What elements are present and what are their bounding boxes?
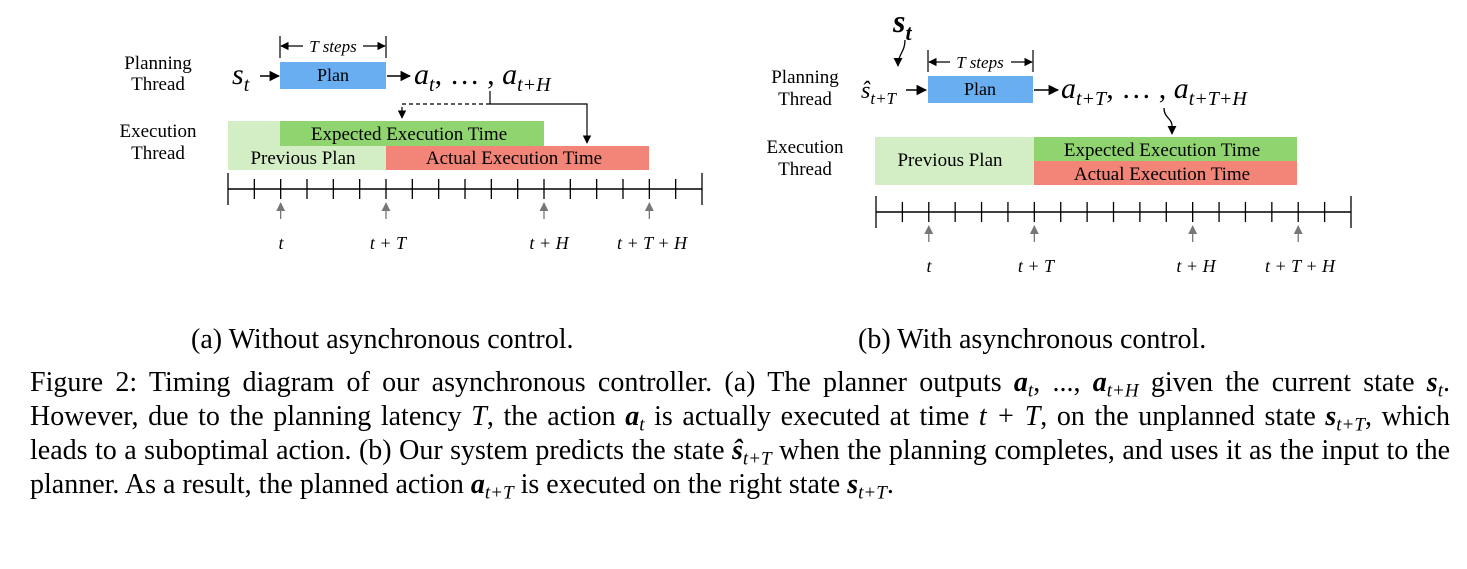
caption-text: is executed on the right state: [513, 469, 848, 500]
caption-math-subscript: t: [639, 414, 645, 436]
caption-math-symbol: s: [1426, 367, 1438, 398]
planning-thread-label-b-2: Thread: [778, 89, 832, 110]
tick-label-t-plus-T-b: t + T: [1018, 256, 1056, 276]
caption-math-symbol: T: [471, 401, 487, 432]
tick-label-t-plus-T-a: t + T: [370, 233, 408, 253]
caption-label: Figure 2:: [30, 367, 138, 398]
caption-text: given the current state: [1138, 367, 1427, 398]
execution-thread-label-a: Execution: [119, 121, 197, 142]
timeline-b: [875, 196, 1352, 242]
caption-text: , ...,: [1033, 367, 1093, 398]
expected-execution-bar-a: [280, 121, 544, 146]
caption-math-symbol: s: [1325, 401, 1337, 432]
caption-text: .: [886, 469, 894, 500]
expected-execution-bar-b: [1034, 137, 1297, 161]
t-steps-label-b: T steps: [956, 53, 1004, 72]
caption-math-subscript: t: [1437, 380, 1443, 402]
caption-math-symbol: a: [1092, 367, 1107, 398]
caption-math-symbol: t + T: [978, 401, 1041, 432]
caption-text: when the planning completes, and uses it…: [30, 435, 1450, 500]
expected-start-arrow-a: [397, 103, 490, 119]
tick-label-t-plus-T-plus-H-b: t + T + H: [1265, 256, 1336, 276]
planning-thread-label-a-2: Thread: [131, 74, 185, 95]
plan-box-b: [928, 76, 1033, 103]
planning-thread-label-a: Planning: [124, 53, 192, 74]
actions-to-execution-arrow-b: [1163, 107, 1177, 135]
previous-plan-bar-b: [875, 137, 1034, 185]
caption-math-symbol: ŝ: [731, 435, 743, 466]
planned-actions-b: at+T, … , at+T+H: [1061, 72, 1248, 110]
t-steps-label-a: T steps: [309, 37, 357, 56]
figure-caption: Figure 2: Timing diagram of our asynchro…: [30, 366, 1450, 502]
state-input-a: st: [232, 58, 250, 96]
caption-math-subscript: t+T: [742, 448, 772, 470]
tick-label-t-plus-H-a: t + H: [529, 233, 569, 253]
state-input-b: st: [892, 3, 912, 45]
plan-box-label-b: Plan: [964, 79, 996, 99]
plan-box-a: [280, 62, 386, 89]
caption-math-subscript: t+T: [484, 482, 514, 504]
caption-text: Timing diagram of our asynchronous contr…: [137, 367, 1014, 398]
timeline-a: [227, 173, 703, 219]
expected-execution-label-b: Expected Execution Time: [1064, 140, 1260, 161]
expected-execution-label-a: Expected Execution Time: [311, 124, 507, 145]
caption-math-symbol: a: [625, 401, 640, 432]
planning-thread-label-b: Planning: [771, 67, 839, 88]
planned-actions-a: at, … , at+H: [414, 58, 552, 96]
tick-label-t-plus-T-plus-H-a: t + T + H: [617, 233, 688, 253]
caption-math-subscript: t+T: [1336, 414, 1365, 436]
previous-plan-label-b: Previous Plan: [897, 150, 1003, 171]
caption-math-subscript: t: [1027, 380, 1034, 402]
actual-execution-label-a: Actual Execution Time: [426, 148, 602, 169]
predicted-state-b: ŝt+T: [861, 78, 898, 108]
previous-plan-label-a: Previous Plan: [250, 148, 356, 169]
timing-diagram: Planning Thread Execution Thread st T st…: [119, 3, 1352, 276]
plan-box-label-a: Plan: [317, 65, 349, 85]
actual-execution-label-b: Actual Execution Time: [1074, 164, 1250, 185]
panel-b: st Planning Thread Execution Thread ŝt+T…: [766, 3, 1352, 276]
tick-label-t-b: t: [926, 256, 932, 276]
execution-thread-label-b: Execution: [766, 137, 844, 158]
tick-label-t-plus-H-b: t + H: [1176, 256, 1216, 276]
caption-text: , on the unplanned state: [1040, 401, 1326, 432]
caption-math-symbol: a: [470, 469, 485, 500]
panel-a: Planning Thread Execution Thread st T st…: [119, 36, 703, 253]
execution-thread-label-b-2: Thread: [778, 159, 832, 180]
caption-text: , the action: [486, 401, 626, 432]
caption-math-subscript: t+T: [858, 482, 887, 504]
caption-math-symbol: a: [1013, 367, 1028, 398]
actual-execution-bar-b: [1034, 161, 1297, 185]
actual-start-arrow-a: [490, 103, 592, 144]
state-to-predicted-arrow-b: [893, 39, 906, 67]
tick-label-t-a: t: [278, 233, 284, 253]
caption-math-symbol: s: [847, 469, 859, 500]
caption-text: is actually executed at time: [644, 401, 979, 432]
execution-thread-label-a-2: Thread: [131, 143, 185, 164]
subcaption-b: (b) With asynchronous control.: [858, 324, 1207, 355]
caption-math-subscript: t+H: [1106, 380, 1139, 402]
actual-execution-bar-a: [386, 146, 649, 170]
caption-text: . However, due to the planning latency: [30, 367, 1450, 432]
subcaption-a: (a) Without asynchronous control.: [191, 324, 574, 355]
caption-text: , which leads to a suboptimal action. (b…: [30, 401, 1450, 466]
